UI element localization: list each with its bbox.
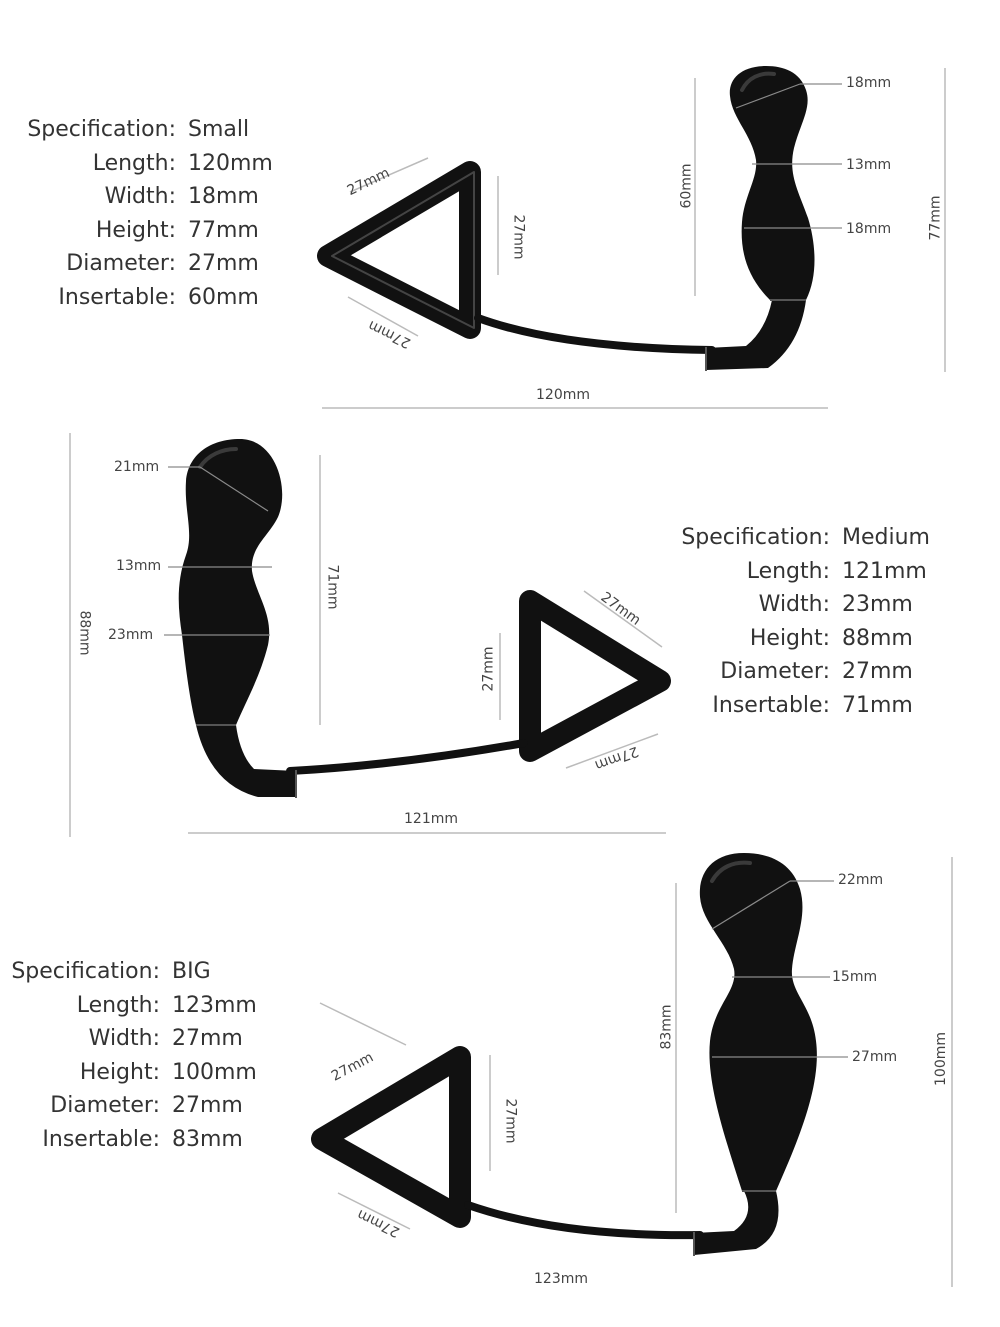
spec-row-length: Length:120mm [92, 150, 273, 176]
dim-neck: 15mm [832, 969, 878, 985]
spec-row-length: Length:123mm [76, 992, 257, 1018]
dim-body: 18mm [846, 221, 892, 237]
spec-row-specification: Specification:Medium [681, 525, 930, 550]
spec-row-length: Length:121mm [746, 558, 927, 584]
spec-row-width: Width:18mm [104, 184, 259, 209]
spec-row-diameter: Diameter:27mm [50, 1093, 243, 1118]
dim-ring-side: 27mm [480, 646, 497, 692]
dim-height: 88mm [76, 610, 93, 656]
spec-row-height: Height:100mm [79, 1059, 257, 1085]
dim-height: 77mm [927, 195, 944, 241]
spec-row-width: Width:23mm [758, 592, 913, 617]
product-illustration-medium [69, 433, 671, 837]
panel-small: Specification:Small Length:120mm Width:1… [0, 0, 1000, 425]
dim-head: 21mm [114, 459, 160, 475]
product-illustration-big [311, 853, 953, 1287]
dim-neck: 13mm [116, 558, 162, 574]
dim-neck: 13mm [846, 157, 892, 173]
spec-list-medium: Specification:Medium Length:121mm Width:… [654, 521, 930, 722]
spec-row-diameter: Diameter:27mm [66, 251, 259, 276]
spec-row-diameter: Diameter:27mm [720, 659, 913, 684]
spec-list-big: Specification:BIG Length:123mm Width:27m… [0, 955, 257, 1156]
spec-row-specification: Specification:Small [27, 117, 250, 142]
panel-big: Specification:BIG Length:123mm Width:27m… [0, 845, 1000, 1327]
dim-ring-side: 27mm [510, 214, 527, 260]
dim-body: 23mm [108, 627, 154, 643]
spec-list-small: Specification:Small Length:120mm Width:1… [0, 113, 273, 314]
spec-row-specification: Specification:BIG [11, 959, 211, 984]
spec-row-width: Width:27mm [88, 1026, 243, 1051]
dim-head: 18mm [846, 75, 892, 91]
dim-length: 123mm [534, 1271, 588, 1287]
spec-row-height: Height:77mm [95, 217, 259, 243]
spec-row-insertable: Insertable:60mm [58, 284, 259, 310]
dim-length: 120mm [536, 387, 590, 403]
dim-length: 121mm [404, 811, 458, 827]
dim-head: 22mm [838, 872, 884, 888]
dim-insertable: 71mm [324, 564, 341, 610]
product-illustration-small [317, 66, 946, 409]
dim-insertable: 83mm [658, 1004, 675, 1050]
spec-row-insertable: Insertable:83mm [42, 1126, 243, 1152]
spec-row-insertable: Insertable:71mm [712, 692, 913, 718]
spec-row-height: Height:88mm [749, 625, 913, 651]
dim-height: 100mm [933, 1032, 949, 1086]
panel-medium: Specification:Medium Length:121mm Width:… [0, 425, 1000, 845]
dim-ring-side: 27mm [502, 1098, 519, 1144]
dim-insertable: 60mm [678, 163, 695, 209]
dim-body: 27mm [852, 1049, 898, 1065]
